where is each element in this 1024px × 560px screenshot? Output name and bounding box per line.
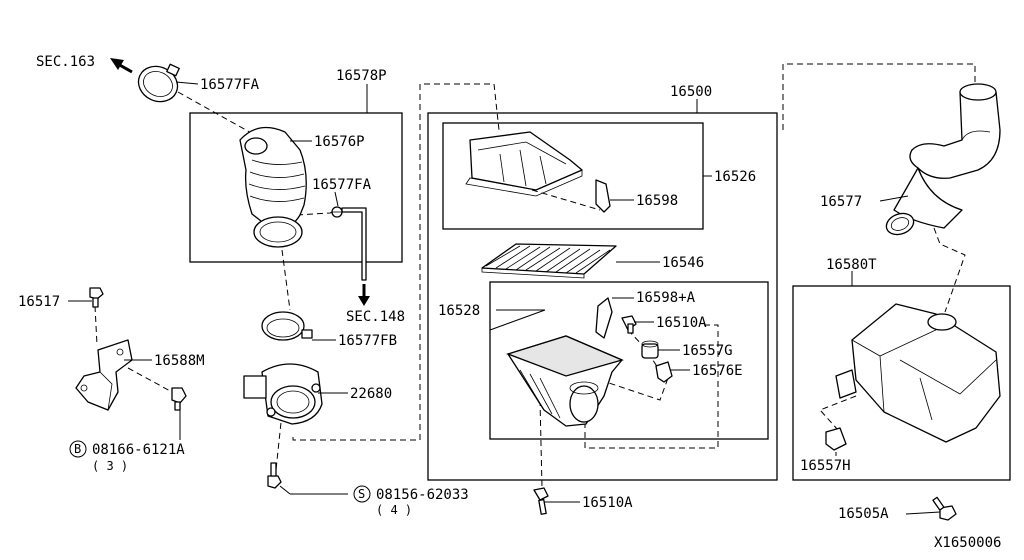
label-16576e: 16576E	[692, 363, 743, 379]
hose-clamp-small	[331, 206, 343, 218]
clip-16598a	[595, 297, 613, 339]
air-duct-hose	[239, 126, 307, 248]
b-marker-letter: B	[74, 442, 81, 456]
grommet-16557h	[825, 427, 847, 451]
label-sec148: SEC.148	[346, 309, 405, 325]
label-16517: 16517	[18, 294, 60, 310]
mounting-bracket	[75, 339, 133, 411]
breather-hose	[341, 207, 367, 281]
label-16598-a: 16598+A	[636, 290, 696, 306]
label-16576p: 16576P	[314, 134, 365, 150]
label-16510a-lower: 16510A	[582, 495, 633, 511]
b-marker-circle	[69, 440, 87, 458]
air-cleaner-box	[427, 112, 778, 481]
resonator-box	[792, 285, 1011, 481]
arrow-down-icon	[358, 284, 370, 306]
label-16588m: 16588M	[154, 353, 205, 369]
label-16577fa-top: 16577FA	[200, 77, 260, 93]
intake-duct-16577	[885, 83, 1001, 236]
bolt-16505a	[932, 496, 957, 521]
label-16546: 16546	[662, 255, 704, 271]
air-cleaner-case	[506, 335, 624, 427]
label-16528: 16528	[438, 303, 480, 319]
duct-assembly-box	[189, 112, 403, 263]
hose-clamp-lower	[261, 311, 313, 341]
figure-id: X1650006	[934, 535, 1001, 551]
grommet-16576e	[655, 361, 673, 383]
dashed-connection-lines	[94, 63, 976, 489]
label-16598: 16598	[636, 193, 678, 209]
lower-case-box	[489, 281, 769, 440]
air-flow-meter	[243, 363, 323, 425]
leader-lines	[68, 81, 941, 515]
s-marker-circle	[353, 485, 371, 503]
label-16577: 16577	[820, 194, 862, 210]
label-16557h: 16557H	[800, 458, 851, 474]
label-s-qty: ( 4 )	[376, 503, 412, 517]
label-16505a: 16505A	[838, 506, 889, 522]
label-16500: 16500	[670, 84, 712, 100]
label-16577fb: 16577FB	[338, 333, 397, 349]
air-cleaner-cover	[465, 131, 583, 197]
resonator-16580t	[835, 303, 1001, 443]
label-16578p: 16578P	[336, 68, 387, 84]
label-16557g: 16557G	[682, 343, 733, 359]
label-22680: 22680	[350, 386, 392, 402]
bolt-16517	[89, 287, 104, 308]
hose-clamp-upper	[137, 63, 180, 103]
label-b-qty: ( 3 )	[92, 459, 128, 473]
label-16510a-upper: 16510A	[656, 315, 707, 331]
s-marker-letter: S	[358, 487, 365, 501]
bolt-16510a-upper	[621, 315, 637, 334]
bolt-16510a-lower	[533, 487, 549, 515]
bolt-08166	[171, 387, 187, 411]
label-sec163: SEC.163	[36, 54, 95, 70]
arrow-up-left-icon	[110, 58, 133, 74]
air-filter-element	[481, 243, 617, 279]
label-08156-62033: 08156-62033	[376, 487, 469, 503]
clip-16598	[595, 179, 611, 213]
label-08166-6121a: 08166-6121A	[92, 442, 185, 458]
grommet-16557g	[641, 340, 659, 359]
label-16580t: 16580T	[826, 257, 877, 273]
screw-08156	[267, 462, 282, 489]
label-16577fa-mid: 16577FA	[312, 177, 372, 193]
label-16526: 16526	[714, 169, 756, 185]
